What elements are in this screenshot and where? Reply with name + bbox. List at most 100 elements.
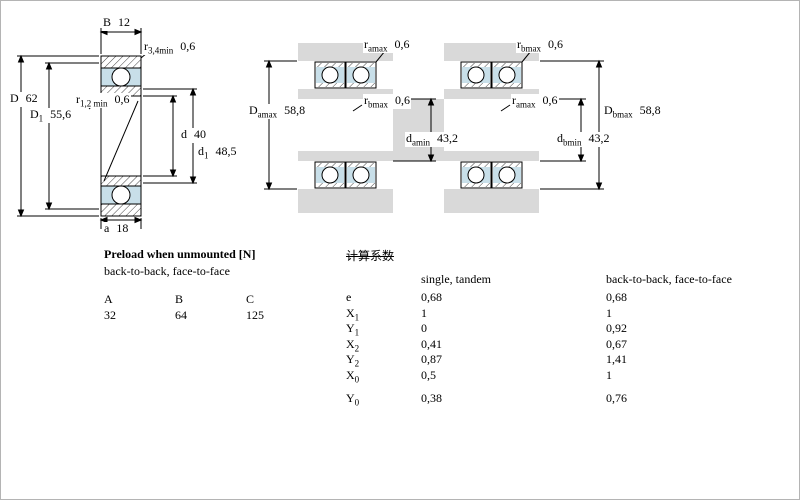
dim-subscript: bmax [521, 43, 541, 54]
dim-value: 0,6 [394, 37, 410, 51]
factor-symbol: X0 [346, 368, 421, 384]
factor-value-back-to-back: 1 [606, 305, 612, 320]
preload-subtitle: back-to-back, face-to-face [104, 264, 230, 278]
dim-d: d 40 [180, 127, 207, 144]
dim-symbol: B [103, 15, 112, 29]
dim-value: 58,8 [639, 103, 661, 117]
dim-value: 55,6 [50, 107, 72, 121]
dim-value: 0,6 [542, 93, 558, 107]
factor-value-single-tandem: 0,87 [421, 352, 442, 366]
dim-value: 18 [116, 221, 129, 235]
factor-value-back-to-back: 1,41 [606, 352, 627, 366]
dim-D: D 62 [9, 91, 39, 108]
factors-row: X2 0,41 0,67 [346, 337, 766, 353]
dim-value: 58,8 [284, 103, 306, 117]
dim-symbol: d [181, 127, 187, 141]
dim-subscript: 1 [38, 113, 44, 124]
dim-d1: d1 48,5 [197, 144, 238, 161]
dim-subscript: 3,4min [148, 45, 174, 56]
factor-symbol: Y2 [346, 352, 421, 368]
dim-symbol: r [76, 92, 80, 106]
factor-symbol: Y0 [346, 391, 421, 407]
dim-subscript: bmax [612, 109, 633, 120]
factor-value-back-to-back: 1 [606, 367, 612, 382]
factor-value-single-tandem: 0,68 [421, 290, 442, 304]
factors-row: Y1 0 0,92 [346, 321, 766, 337]
factor-symbol-main: X [346, 305, 355, 320]
factor-value-single-tandem: 0,5 [421, 367, 436, 382]
dim-subscript: amin [412, 137, 430, 148]
dim-Damax: Damax 58,8 [248, 103, 307, 120]
dim-symbol: a [104, 221, 110, 235]
factor-symbol-sub: 1 [354, 327, 360, 338]
dim-value: 0,6 [395, 93, 410, 107]
factors-title: 计算系数 [346, 249, 395, 263]
factor-symbol-main: e [346, 290, 352, 304]
preload-value: 125 [246, 308, 264, 322]
preload-title: Preload when unmounted [N] [104, 247, 256, 261]
dim-value: 62 [25, 91, 38, 105]
factor-symbol: e [346, 290, 421, 306]
dim-Dbmax: Dbmax 58,8 [603, 103, 662, 120]
preload-value: 64 [175, 308, 187, 322]
factors-header-row: single, tandem back-to-back, face-to-fac… [346, 272, 766, 287]
dim-ramax-1: ramax 0,6 [363, 37, 411, 54]
dim-symbol: d [406, 131, 412, 145]
factors-col-header: back-to-back, face-to-face [606, 272, 732, 286]
dim-symbol: r [364, 93, 368, 107]
factors-row: X1 1 1 [346, 306, 766, 322]
factor-symbol-main: Y [346, 321, 355, 335]
dim-subscript: 1,2 min [80, 98, 108, 109]
factors-row: Y2 0,87 1,41 [346, 352, 766, 368]
single-bearing-section-drawing [100, 55, 142, 217]
dim-symbol: D [604, 103, 613, 117]
dim-subscript: 1 [204, 150, 209, 161]
dim-value: 40 [194, 127, 206, 141]
dim-value: 43,2 [588, 131, 610, 145]
preload-header: C [246, 292, 255, 306]
dim-symbol: D [30, 107, 39, 121]
dim-symbol: D [10, 91, 19, 105]
factor-symbol-sub: 0 [354, 397, 360, 408]
dim-symbol: d [557, 131, 563, 145]
calculation-factors-table: 计算系数 single, tandem back-to-back, face-t… [346, 249, 766, 407]
dim-a: a 18 [103, 221, 130, 238]
factor-symbol-main: Y [346, 352, 355, 366]
factors-row: e 0,68 0,68 [346, 290, 766, 306]
dim-value: 48,5 [215, 144, 237, 158]
preload-value: 32 [104, 308, 116, 322]
factors-row: X0 0,5 1 [346, 368, 766, 384]
factor-symbol-sub: 2 [354, 342, 360, 353]
dim-subscript: amax [516, 99, 536, 110]
preload-header: A [104, 292, 113, 306]
dim-symbol: d [198, 144, 204, 158]
factor-value-single-tandem: 0,38 [421, 391, 442, 405]
factor-symbol-sub: 1 [354, 311, 360, 322]
bearing-pair-arrangement-2 [444, 43, 539, 213]
factors-col-header: single, tandem [421, 272, 491, 286]
dim-symbol: r [512, 93, 516, 107]
bearing-pair-arrangement-1 [298, 43, 393, 213]
dim-symbol: D [249, 103, 258, 117]
dim-symbol: r [364, 37, 368, 51]
preload-table: Preload when unmounted [N] back-to-back,… [104, 247, 317, 323]
factor-symbol: X2 [346, 337, 421, 353]
factor-symbol: Y1 [346, 321, 421, 337]
factors-row: Y0 0,38 0,76 [346, 391, 766, 407]
factor-symbol-sub: 0 [354, 373, 360, 384]
preload-header-row: A B C [104, 292, 317, 307]
arrangement-dimension-lines [264, 50, 604, 191]
dim-subscript: amax [257, 109, 278, 120]
factor-symbol-main: X [346, 336, 355, 351]
preload-header: B [175, 292, 184, 306]
factor-value-single-tandem: 0,41 [421, 336, 442, 351]
dim-subscript: amax [368, 43, 388, 54]
factor-value-back-to-back: 0,92 [606, 321, 627, 335]
dim-symbol: r [144, 39, 148, 53]
